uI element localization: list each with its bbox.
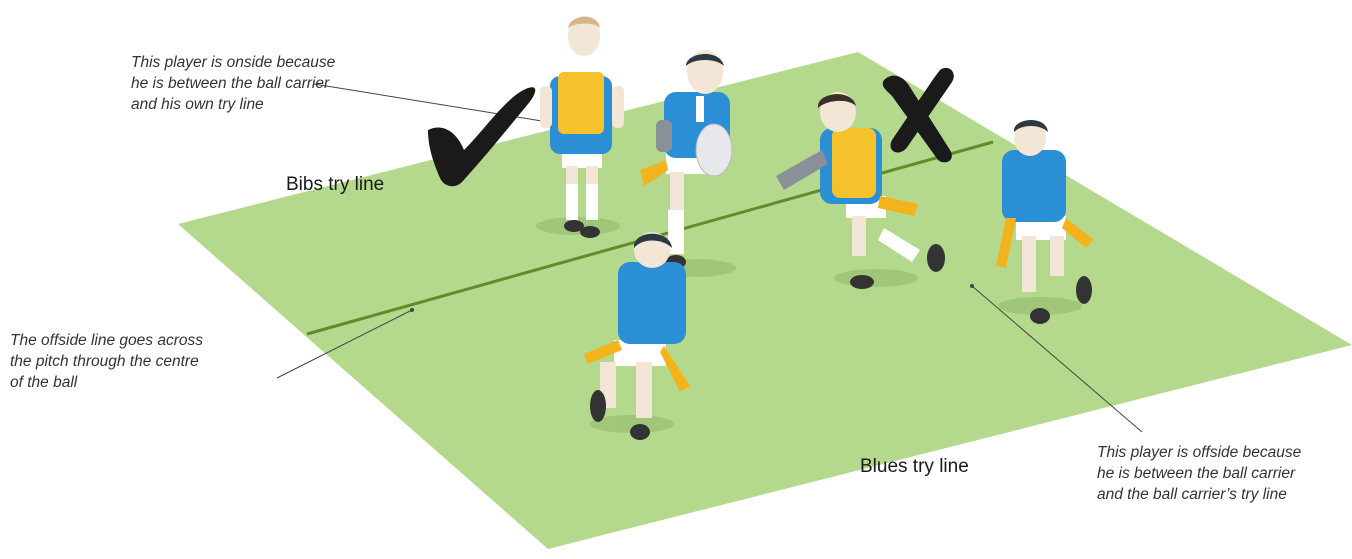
offside-line-annotation-line: of the ball <box>10 372 203 393</box>
offside-line-annotation-line: the pitch through the centre <box>10 351 203 372</box>
onside-annotation: This player is onside because he is betw… <box>131 52 335 115</box>
onside-annotation-line: This player is onside because <box>131 52 335 73</box>
offside-annotation-line: and the ball carrier’s try line <box>1097 484 1301 505</box>
onside-annotation-line: and his own try line <box>131 94 335 115</box>
offside-annotation-line: he is between the ball carrier <box>1097 463 1301 484</box>
offside-annotation: This player is offside because he is bet… <box>1097 442 1301 505</box>
blues-try-line-label: Blues try line <box>860 456 969 478</box>
offside-line-leader-dot <box>410 308 414 312</box>
offside-annotation-line: This player is offside because <box>1097 442 1301 463</box>
bibs-try-line-label: Bibs try line <box>286 174 384 196</box>
offside-line-annotation-line: The offside line goes across <box>10 330 203 351</box>
offside-line-annotation: The offside line goes across the pitch t… <box>10 330 203 393</box>
offside-leader-dot <box>970 284 974 288</box>
onside-annotation-line: he is between the ball carrier <box>131 73 335 94</box>
